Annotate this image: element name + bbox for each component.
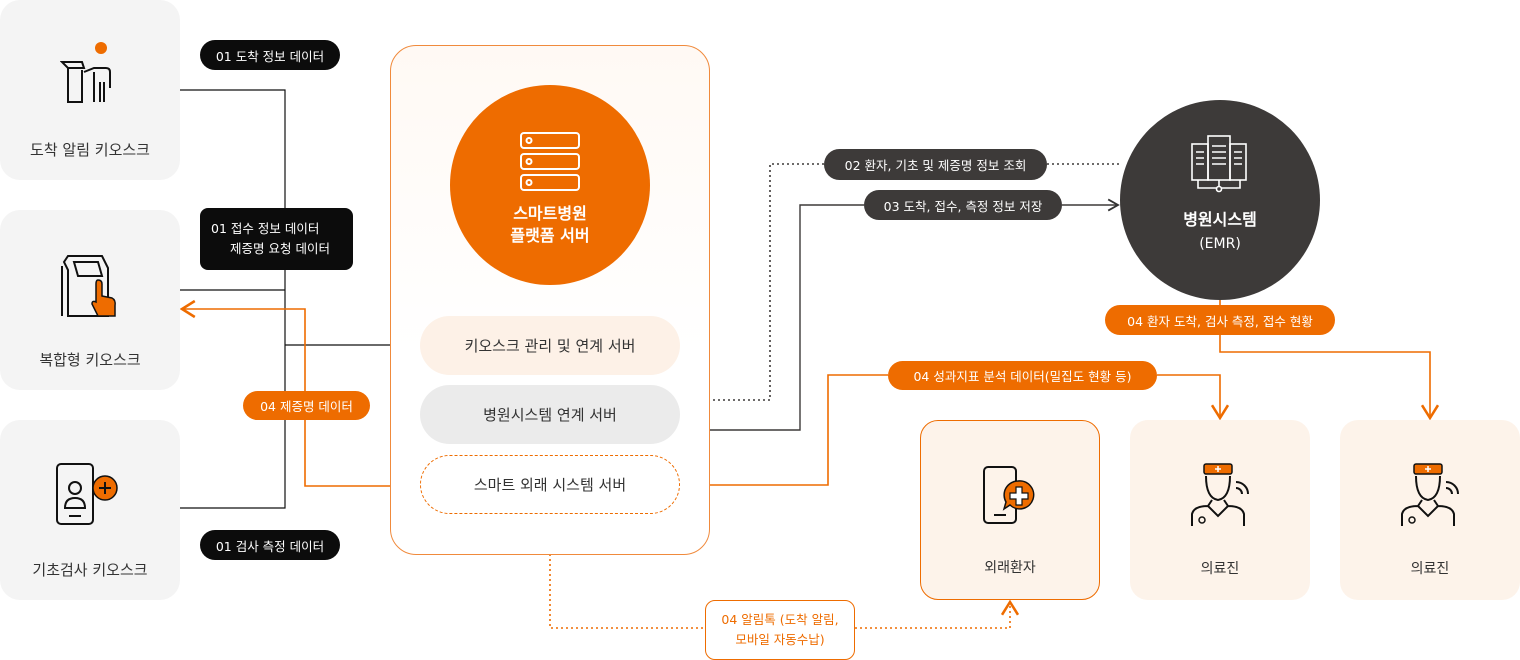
platform-subtitle: 플랫폼 서버 bbox=[510, 226, 590, 245]
emr-subtitle: (EMR) bbox=[1199, 236, 1241, 252]
query-label: 02 환자, 기초 및 제증명 정보 조회 bbox=[824, 149, 1047, 180]
hospital-system-link-server: 병원시스템 연계 서버 bbox=[420, 385, 680, 444]
kiosk-label: 복합형 키오스크 bbox=[39, 351, 141, 369]
mobile-health-icon bbox=[56, 463, 118, 525]
reception-data-label: 01 접수 정보 데이터 제증명 요청 데이터 bbox=[200, 208, 353, 270]
certificate-data-label: 04 제증명 데이터 bbox=[243, 391, 370, 420]
platform-server-circle: 스마트병원 플랫폼 서버 bbox=[450, 85, 650, 285]
store-label: 03 도착, 접수, 측정 정보 저장 bbox=[864, 190, 1062, 220]
platform-title: 스마트병원 bbox=[513, 204, 587, 223]
alimtalk-label: 04 알림톡 (도착 알림, 모바일 자동수납) bbox=[705, 600, 855, 660]
emr-title: 병원시스템 bbox=[1183, 210, 1257, 229]
smart-outpatient-server: 스마트 외래 시스템 서버 bbox=[420, 455, 680, 514]
mobile-medical-icon bbox=[983, 466, 1035, 524]
arrival-data-label: 01 도착 정보 데이터 bbox=[200, 40, 340, 70]
emr-circle: 병원시스템 (EMR) bbox=[1120, 100, 1320, 300]
server-rack-icon bbox=[1191, 135, 1247, 193]
kiosk-basic-test: 기초검사 키오스크 bbox=[0, 420, 180, 600]
kiosk-arrival: 도착 알림 키오스크 bbox=[0, 0, 180, 180]
certificate-request-line: 제증명 요청 데이터 bbox=[230, 241, 330, 256]
kiosk-label: 기초검사 키오스크 bbox=[32, 561, 148, 579]
destination-label: 의료진 bbox=[1200, 561, 1240, 577]
alimtalk-line: 04 알림톡 (도착 알림, bbox=[721, 612, 839, 627]
destination-label: 의료진 bbox=[1410, 561, 1450, 577]
nurse-icon bbox=[1401, 463, 1459, 526]
kpi-label: 04 성과지표 분석 데이터(밀집도 현황 등) bbox=[888, 361, 1157, 390]
nurse-icon bbox=[1191, 463, 1249, 526]
reception-data-line: 01 접수 정보 데이터 bbox=[211, 221, 320, 236]
outpatient-box: 외래환자 bbox=[920, 420, 1100, 600]
server-icon bbox=[520, 132, 580, 191]
kiosk-management-server: 키오스크 관리 및 연계 서버 bbox=[420, 316, 680, 375]
medical-staff-box: 의료진 bbox=[1340, 420, 1520, 600]
medical-staff-box: 의료진 bbox=[1130, 420, 1310, 600]
kiosk-label: 도착 알림 키오스크 bbox=[30, 141, 150, 159]
measure-data-label: 01 검사 측정 데이터 bbox=[200, 530, 340, 560]
status-label: 04 환자 도착, 검사 측정, 접수 현황 bbox=[1105, 305, 1335, 335]
destination-label: 외래환자 bbox=[984, 560, 1036, 576]
kiosk-combined: 복합형 키오스크 bbox=[0, 210, 180, 390]
alimtalk-line: 모바일 자동수납) bbox=[735, 632, 825, 647]
person-kiosk-icon bbox=[60, 42, 111, 103]
touch-kiosk-icon bbox=[61, 255, 116, 317]
